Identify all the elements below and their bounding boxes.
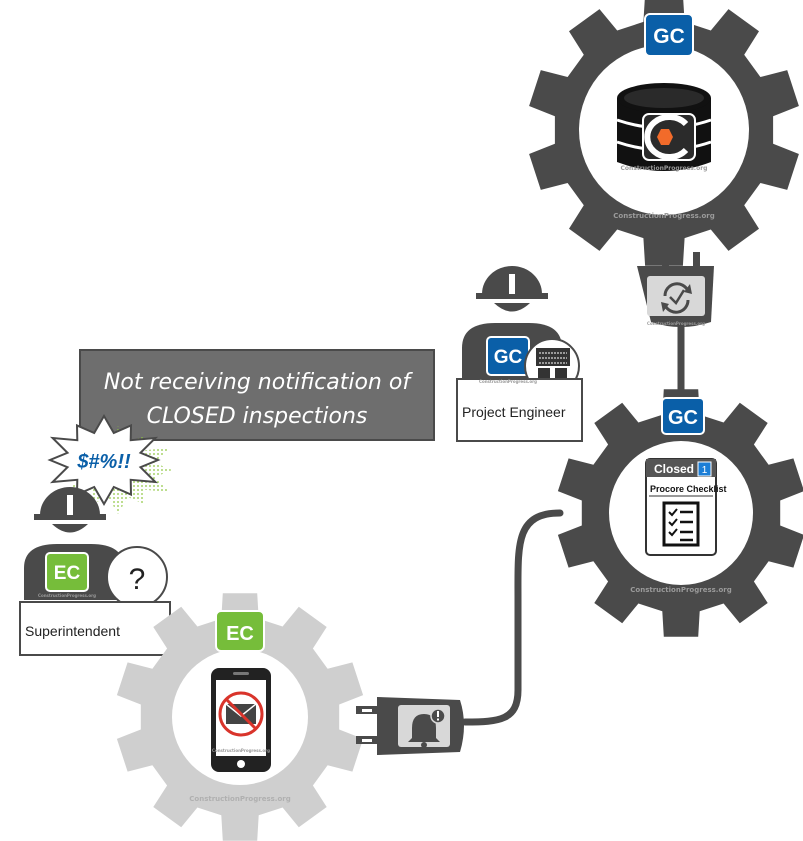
sync-check-icon	[661, 282, 692, 314]
role-label-superintendent: Superintendent	[25, 623, 120, 639]
notification-plug-connector	[356, 697, 464, 755]
role-card	[19, 601, 171, 656]
checklist-count: 1	[702, 465, 708, 476]
exclamation-text: $#%!!	[76, 451, 131, 473]
role-label-project-engineer: Project Engineer	[462, 404, 566, 420]
gc-badge	[661, 397, 705, 435]
person-head	[52, 524, 88, 533]
ec-badge-label: EC	[54, 563, 81, 584]
role-card	[456, 378, 583, 442]
watermark-text: ConstructionProgress.org	[621, 165, 708, 172]
checklist-icon	[662, 501, 700, 547]
gear-watermark: ConstructionProgress.org	[189, 795, 290, 803]
plug-watermark: ConstructionProgress.org	[647, 321, 705, 326]
cable-right-gear-to-bell-plug	[461, 509, 564, 726]
callout-line-2: CLOSED inspections	[147, 404, 368, 429]
ec-badge-label: EC	[226, 623, 254, 645]
callout-line-1: Not receiving notification of	[104, 370, 413, 395]
gear-watermark: ConstructionProgress.org	[630, 586, 731, 594]
project-engineer-figure: GC ConstructionProgress.org Project Engi…	[456, 266, 583, 442]
superintendent-figure: EC ConstructionProgress.org ? Superinten…	[19, 487, 171, 656]
hard-hat-icon	[476, 266, 548, 299]
person-head	[494, 303, 530, 312]
exclamation-burst: $#%!!	[47, 413, 172, 514]
question-mark: ?	[129, 563, 146, 596]
no-mail-icon	[218, 691, 264, 737]
bell-alert-icon	[408, 708, 446, 748]
card-watermark: ConstructionProgress.org	[38, 593, 96, 598]
procore-checklist-card: Closed 1 Procore Checklist	[645, 458, 727, 556]
gc-badge-label: GC	[653, 25, 685, 48]
gc-checklist-gear: GC Closed 1 Procore Checklist Constructi…	[557, 389, 803, 637]
gc-badge-label: GC	[494, 347, 523, 368]
ec-badge	[215, 610, 265, 652]
ec-phone-gear: EC ConstructionProgress.org Construction…	[116, 593, 364, 841]
card-watermark: ConstructionProgress.org	[479, 379, 537, 384]
gc-database-gear: ConstructionProgress.org ConstructionPro…	[529, 0, 799, 266]
gc-badge-label: GC	[668, 407, 698, 429]
burst-shape	[47, 413, 161, 507]
phone-watermark: ConstructionProgress.org	[212, 748, 270, 753]
checklist-title: Procore Checklist	[650, 484, 727, 494]
gc-badge	[644, 13, 694, 57]
checklist-status: Closed	[654, 462, 694, 476]
sync-plug-connector: ConstructionProgress.org	[637, 252, 714, 327]
connector-cables	[461, 322, 685, 726]
gear-watermark: ConstructionProgress.org	[613, 212, 714, 220]
procore-logo-icon	[642, 113, 696, 161]
ec-badge	[45, 552, 89, 592]
callout-box: Not receiving notification of CLOSED ins…	[79, 349, 435, 441]
hard-hat-icon	[34, 487, 106, 520]
